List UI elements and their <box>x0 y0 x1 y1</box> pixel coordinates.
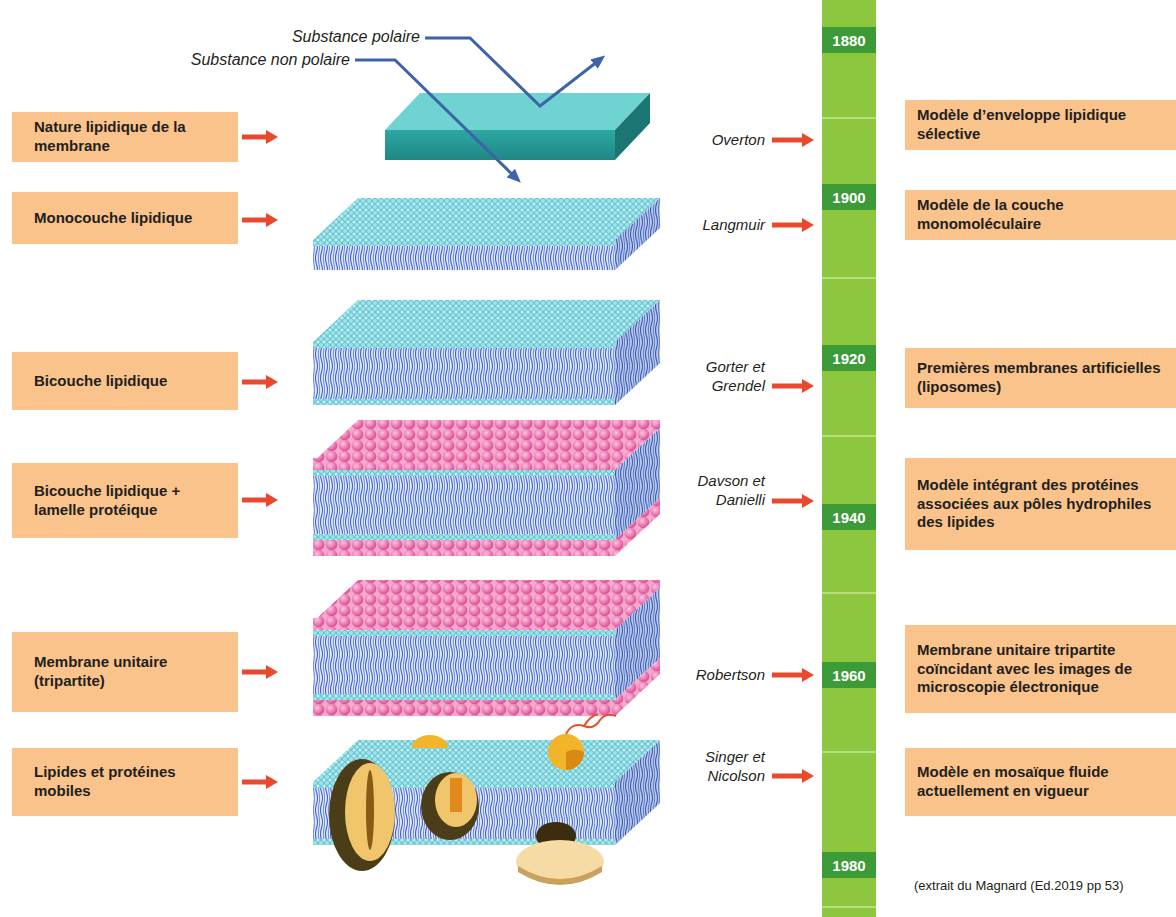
model-box: Membrane unitaire tripartite coïncidant … <box>905 625 1176 713</box>
scientist-name: Robertson <box>645 666 765 685</box>
box-text: Bicouche lipidique + lamelle protéique <box>34 482 228 520</box>
source-note: (extrait du Magnard (Ed.2019 pp 53) <box>914 878 1172 894</box>
scientist-name: Overton <box>645 131 765 150</box>
scientist-name: Gorter et Grendel <box>680 358 765 396</box>
box-text: Bicouche lipidique <box>34 372 228 391</box>
concept-box: Lipides et protéines mobiles <box>12 748 238 816</box>
model-box: Modèle intégrant des protéines associées… <box>905 458 1176 550</box>
concept-box: Bicouche lipidique <box>12 352 238 410</box>
year-text: 1920 <box>832 350 865 367</box>
scientist-name: Singer et Nicolson <box>672 748 765 786</box>
lipid-envelope-slab <box>385 93 650 160</box>
box-text: Nature lipidique de la membrane <box>34 118 228 156</box>
unit-membrane <box>313 580 660 716</box>
protein-lipid-sandwich <box>313 420 660 556</box>
year-tag: 1920 <box>822 345 876 371</box>
model-box: Premières membranes artificielles (lipos… <box>905 348 1176 408</box>
model-box: Modèle de la couche monomoléculaire <box>905 190 1176 240</box>
lipid-monolayer <box>313 198 660 270</box>
year-tag: 1960 <box>822 662 876 688</box>
year-text: 1940 <box>832 509 865 526</box>
fluid-mosaic-membrane <box>313 714 660 885</box>
box-text: Modèle d’enveloppe lipidique sélective <box>917 106 1166 144</box>
scientist-name: Davson et Danielli <box>672 472 765 510</box>
box-text: Modèle intégrant des protéines associées… <box>917 476 1166 532</box>
concept-box: Monocouche lipidique <box>12 192 238 244</box>
timeline-bar <box>822 0 876 917</box>
concept-box: Bicouche lipidique + lamelle protéique <box>12 463 238 538</box>
year-tag: 1900 <box>822 184 876 210</box>
year-tag: 1980 <box>822 852 876 878</box>
concept-box: Membrane unitaire (tripartite) <box>12 632 238 712</box>
box-text: Monocouche lipidique <box>34 209 228 228</box>
box-text: Modèle de la couche monomoléculaire <box>917 196 1166 234</box>
concept-box: Nature lipidique de la membrane <box>12 112 238 162</box>
year-text: 1880 <box>832 32 865 49</box>
box-text: Lipides et protéines mobiles <box>34 763 228 801</box>
scientist-name: Langmuir <box>645 216 765 235</box>
box-text: Modèle en mosaïque fluide actuellement e… <box>917 763 1166 801</box>
box-text: Membrane unitaire tripartite coïncidant … <box>917 641 1166 697</box>
year-text: 1980 <box>832 857 865 874</box>
year-tag: 1940 <box>822 504 876 530</box>
year-text: 1960 <box>832 667 865 684</box>
model-box: Modèle en mosaïque fluide actuellement e… <box>905 748 1176 816</box>
lipid-bilayer <box>313 300 660 405</box>
box-text: Membrane unitaire (tripartite) <box>34 653 228 691</box>
substance-label: Substance polaire <box>200 27 420 47</box>
model-box: Modèle d’enveloppe lipidique sélective <box>905 100 1176 150</box>
box-text: Premières membranes artificielles (lipos… <box>917 359 1166 397</box>
year-tag: 1880 <box>822 27 876 53</box>
year-text: 1900 <box>832 189 865 206</box>
substance-label: Substance non polaire <box>120 50 350 70</box>
red-arrows <box>242 137 804 782</box>
substance-arrows <box>355 38 602 180</box>
